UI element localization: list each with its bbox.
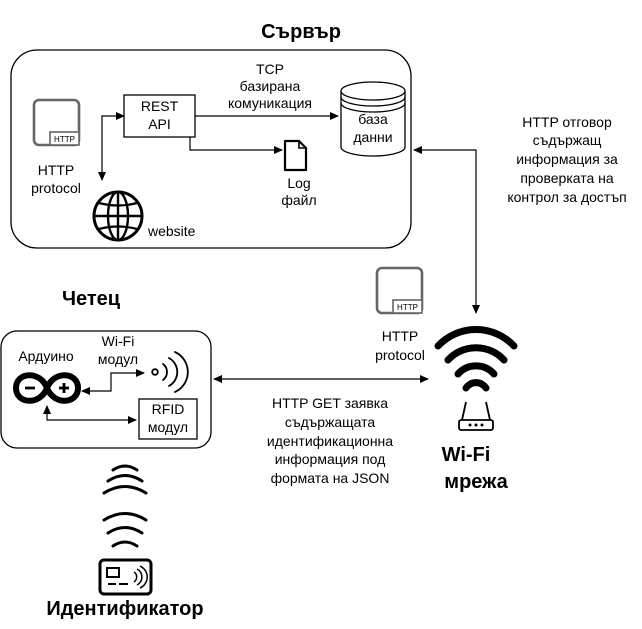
tcp-line-1: TCP	[256, 61, 284, 77]
wifi-icon	[434, 326, 518, 392]
identifier-title: Идентификатор	[46, 598, 203, 620]
log-file-label: Log файл	[281, 175, 316, 208]
http-get-line-4: информация под	[275, 451, 386, 467]
database-line-1: база	[358, 111, 388, 127]
tcp-label: TCP базирана комуникация	[228, 61, 312, 111]
http-response-line-2: съдържащ	[533, 132, 602, 148]
http-protocol-server-label: HTTP protocol	[31, 162, 81, 196]
rest-api-line-1: REST	[141, 98, 179, 114]
http-get-line-3: идентификационна	[267, 433, 393, 449]
http-get-line-5: формата на JSON	[271, 470, 390, 486]
wireless-signal-icon	[151, 351, 189, 393]
http-get-label: HTTP GET заявка съдържащата идентификаци…	[267, 395, 393, 486]
wifi-module-label: Wi-Fi модул	[98, 333, 138, 367]
http-response-line-3: информация за	[516, 151, 618, 167]
http-response-line-1: HTTP отговор	[522, 114, 612, 130]
database-line-2: данни	[353, 129, 392, 145]
rest-api-box: REST API	[123, 94, 196, 138]
arduino-logo-icon	[13, 372, 81, 404]
wifi-network-line-2: мрежа	[444, 471, 508, 493]
http-protocol-icon-text-2: HTTP	[397, 303, 418, 312]
reader-title: Четец	[62, 288, 121, 310]
wifi-module-line-2: модул	[98, 351, 138, 367]
http-protocol-wifi-label: HTTP protocol	[375, 328, 425, 363]
rfid-module-line-2: модул	[148, 419, 188, 435]
http-protocol-wifi-line-1: HTTP	[382, 328, 419, 344]
router-icon	[458, 401, 494, 431]
rfid-module-line-1: RFID	[152, 401, 185, 417]
http-response-line-4: проверката на	[520, 170, 614, 186]
globe-icon	[92, 190, 144, 242]
http-protocol-line-2: protocol	[31, 180, 81, 196]
wifi-module-line-1: Wi-Fi	[102, 333, 135, 349]
document-icon	[283, 139, 308, 172]
website-label: website	[147, 223, 196, 239]
http-protocol-wifi-line-2: protocol	[375, 347, 425, 363]
wifi-network-label: Wi-Fi мрежа	[442, 444, 509, 493]
connector-arduino-rfid	[43, 405, 137, 424]
log-file-line-1: Log	[287, 175, 310, 191]
wireless-signal-icon	[102, 464, 148, 548]
log-file-line-2: файл	[281, 192, 316, 208]
http-get-line-2: съдържащата	[285, 414, 376, 430]
connector-arduino-wifi-module	[81, 369, 145, 395]
rfid-module-box: RFID модул	[138, 398, 198, 440]
database-icon: база данни	[340, 81, 406, 157]
wifi-network-line-1: Wi-Fi	[442, 444, 491, 466]
http-get-line-1: HTTP GET заявка	[272, 395, 388, 411]
tcp-line-3: комуникация	[228, 95, 312, 111]
rfid-card-icon	[98, 558, 153, 596]
http-protocol-icon-text: HTTP	[54, 135, 75, 144]
connector-rest-website	[98, 112, 125, 181]
http-protocol-line-1: HTTP	[38, 162, 75, 178]
arduino-label: Ардуино	[18, 348, 74, 364]
server-title: Сървър	[261, 21, 341, 43]
connector-server-wifi	[413, 146, 480, 314]
http-protocol-icon: HTTP	[375, 266, 424, 315]
http-response-label: HTTP отговор съдържащ информация за пров…	[507, 114, 626, 205]
http-response-line-5: контрол за достъп	[507, 189, 626, 205]
tcp-line-2: базирана	[240, 78, 301, 94]
http-protocol-icon: HTTP	[32, 98, 81, 147]
connector-rest-log	[189, 137, 283, 154]
rest-api-line-2: API	[148, 116, 171, 132]
